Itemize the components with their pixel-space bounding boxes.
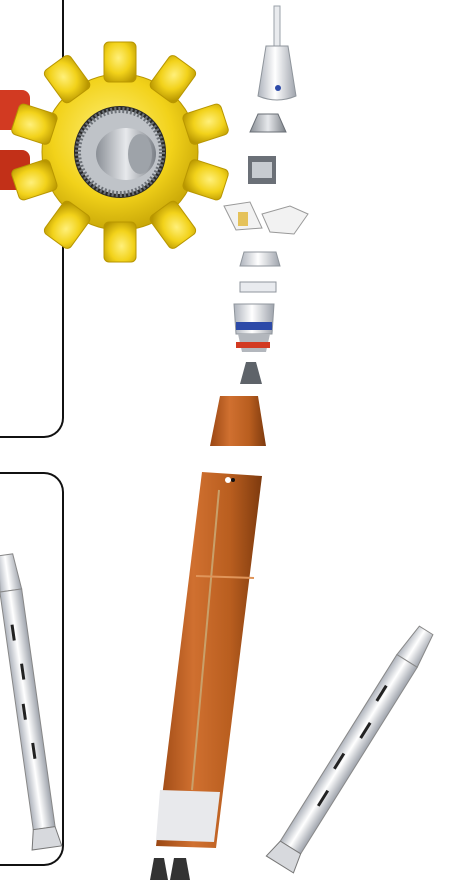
capsule-heat-shield — [250, 114, 286, 132]
core-stage — [156, 472, 262, 848]
upper-stage — [234, 304, 274, 384]
engine-nozzles — [150, 858, 190, 880]
solid-rocket-booster-left — [0, 553, 62, 850]
gear-icon — [0, 42, 230, 262]
solid-rocket-booster-right — [266, 622, 439, 873]
stage-adapter — [240, 252, 280, 292]
service-module-core — [248, 156, 276, 184]
interstage-adapter — [210, 396, 266, 446]
launch-abort-system — [258, 6, 296, 100]
fairing-panels — [224, 202, 308, 234]
